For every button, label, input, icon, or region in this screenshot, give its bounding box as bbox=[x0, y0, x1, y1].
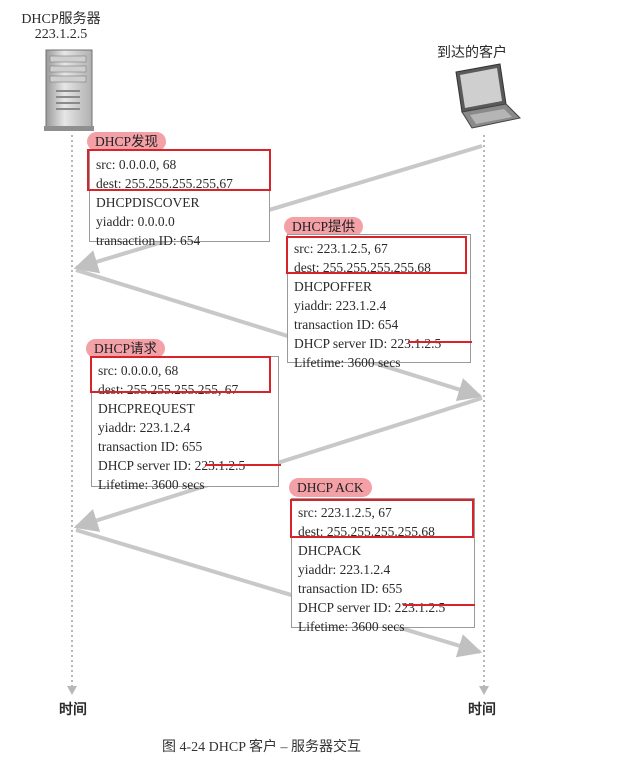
figure-caption: 图 4-24 DHCP 客户 – 服务器交互 bbox=[162, 740, 361, 755]
arrow-request bbox=[73, 396, 483, 532]
arrow-discover bbox=[73, 144, 483, 274]
message-box-ack: src: 223.1.2.5, 67 dest: 255.255.255.255… bbox=[291, 498, 475, 634]
client-timeline-arrow bbox=[479, 686, 489, 695]
annotation-underline-server-id bbox=[403, 604, 475, 606]
server-timeline-arrow bbox=[67, 686, 77, 695]
msg-line-src: src: 223.1.2.5, 67 bbox=[298, 505, 392, 520]
msg-line-src: src: 0.0.0.0, 68 bbox=[98, 363, 179, 378]
tag-dhcp-discover: DHCP发现 bbox=[87, 132, 167, 151]
msg-line-yiaddr: yiaddr: 223.1.2.4 bbox=[98, 420, 191, 435]
msg-line-yiaddr: yiaddr: 223.1.2.4 bbox=[294, 298, 387, 313]
msg-line-dest: dest: 255.255.255.255,68 bbox=[294, 260, 431, 275]
msg-line-server-id: DHCP server ID: 223.1.2.5 bbox=[298, 600, 446, 615]
server-ip-label: 223.1.2.5 bbox=[34, 27, 88, 42]
tag-dhcp-offer: DHCP提供 bbox=[284, 217, 364, 236]
msg-line-transaction-id: transaction ID: 655 bbox=[98, 439, 203, 454]
annotation-box-addresses bbox=[90, 356, 271, 393]
msg-line-type: DHCPACK bbox=[298, 543, 362, 558]
annotation-underline-server-id bbox=[408, 341, 472, 343]
msg-line-src: src: 0.0.0.0, 68 bbox=[96, 157, 177, 172]
message-box-discover: src: 0.0.0.0, 68 dest: 255.255.255.255,6… bbox=[89, 150, 270, 248]
annotation-underline-server-id bbox=[205, 464, 281, 466]
msg-line-type: DHCPREQUEST bbox=[98, 401, 195, 416]
msg-line-transaction-id: transaction ID: 654 bbox=[96, 233, 201, 248]
msg-line-lifetime: Lifetime: 3600 secs bbox=[294, 355, 401, 370]
msg-line-lifetime: Lifetime: 3600 secs bbox=[98, 477, 205, 492]
msg-line-server-id: DHCP server ID: 223.1.2.5 bbox=[98, 458, 246, 473]
msg-line-type: DHCPOFFER bbox=[294, 279, 373, 294]
msg-line-src: src: 223.1.2.5, 67 bbox=[294, 241, 388, 256]
msg-line-type: DHCPDISCOVER bbox=[96, 195, 200, 210]
server-tower-icon bbox=[44, 49, 94, 131]
annotation-box-addresses bbox=[290, 499, 474, 538]
msg-line-server-id: DHCP server ID: 223.1.2.5 bbox=[294, 336, 442, 351]
annotation-box-addresses bbox=[87, 149, 271, 191]
arrow-offer bbox=[75, 268, 483, 402]
msg-line-transaction-id: transaction ID: 655 bbox=[298, 581, 403, 596]
msg-line-dest: dest: 255.255.255.255,68 bbox=[298, 524, 435, 539]
msg-line-dest: dest: 255.255.255.255, 67 bbox=[98, 382, 239, 397]
laptop-icon bbox=[455, 63, 522, 129]
msg-line-dest: dest: 255.255.255.255,67 bbox=[96, 176, 233, 191]
time-label-left: 时间 bbox=[59, 703, 87, 718]
annotation-box-addresses bbox=[286, 236, 467, 274]
msg-line-yiaddr: yiaddr: 223.1.2.4 bbox=[298, 562, 391, 577]
arrow-ack bbox=[75, 528, 483, 658]
msg-line-yiaddr: yiaddr: 0.0.0.0 bbox=[96, 214, 175, 229]
client-name-label: 到达的客户 bbox=[437, 46, 507, 61]
time-label-right: 时间 bbox=[468, 703, 496, 718]
server-name-label: DHCP服务器 bbox=[21, 12, 101, 27]
msg-line-lifetime: Lifetime: 3600 secs bbox=[298, 619, 405, 634]
msg-line-transaction-id: transaction ID: 654 bbox=[294, 317, 399, 332]
tag-dhcp-request: DHCP请求 bbox=[86, 339, 166, 358]
tag-dhcp-ack: DHCP ACK bbox=[289, 478, 372, 497]
